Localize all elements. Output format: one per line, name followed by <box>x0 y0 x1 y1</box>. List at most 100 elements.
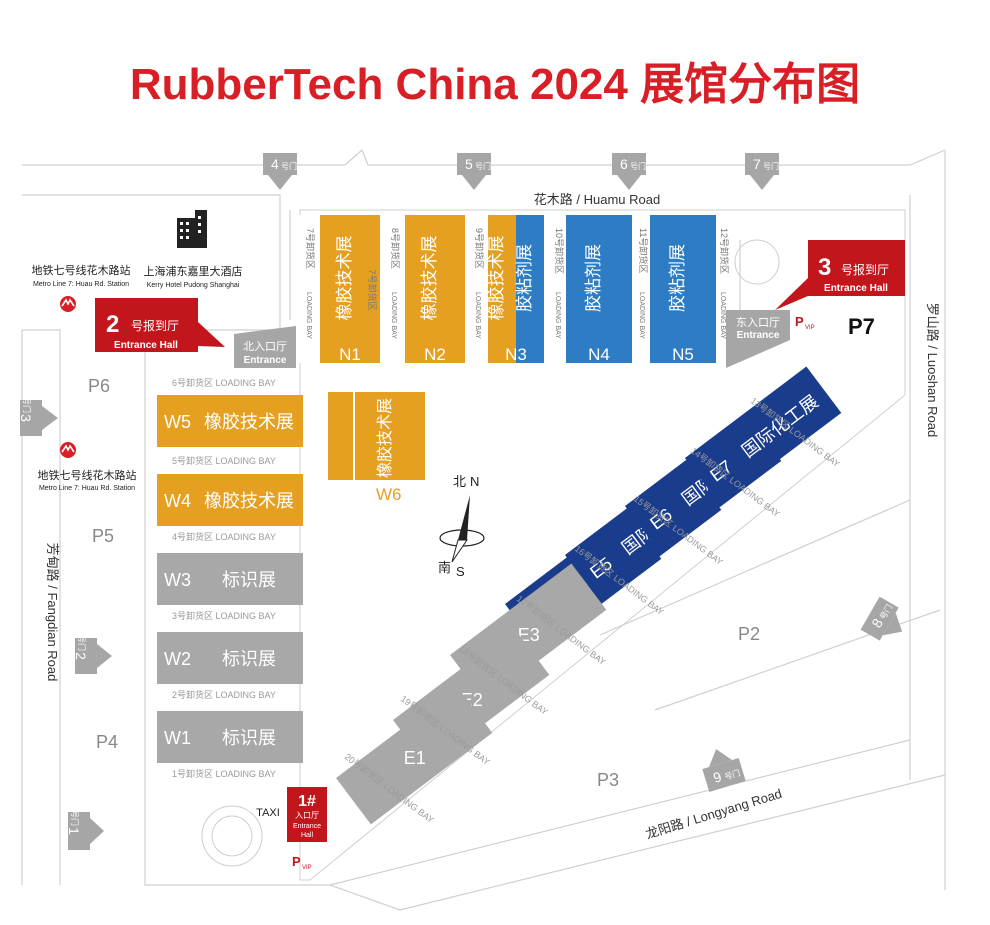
svg-text:地铁七号线花木路站: 地铁七号线花木路站 <box>32 263 131 277</box>
svg-text:胶粘剂展: 胶粘剂展 <box>584 244 603 312</box>
metro-icon <box>60 296 76 312</box>
svg-text:标识展: 标识展 <box>222 570 276 590</box>
parking-p2: P2 <box>738 624 760 644</box>
svg-text:号门: 号门 <box>70 810 80 826</box>
compass-north-cn: 北 <box>453 474 466 489</box>
hall-e7[interactable]: E7 国际化工展 <box>685 366 842 505</box>
map-title: RubberTech China 2024 展馆分布图 <box>129 60 861 109</box>
bay-n12-cn: 12号卸货区 <box>719 228 730 274</box>
compass-south: S <box>456 564 465 579</box>
bay-n8-cn: 8号卸货区 <box>390 228 401 269</box>
hall-w3[interactable]: W3 标识展 <box>157 553 303 605</box>
bay-w4: 4号卸货区 LOADING BAY <box>172 531 276 542</box>
svg-text:W6: W6 <box>376 485 402 504</box>
svg-text:P: P <box>795 314 804 329</box>
hall-w2[interactable]: W2 标识展 <box>157 632 303 684</box>
hall-n4[interactable]: N4 胶粘剂展 <box>566 215 632 364</box>
parking-p7: P7 <box>848 314 875 339</box>
parking-p6: P6 <box>88 376 110 396</box>
svg-text:VIP: VIP <box>805 325 815 331</box>
hall-e1[interactable]: E1 <box>336 686 493 825</box>
bay-n11-en: LOADING BAY <box>638 292 645 339</box>
compass-south-cn: 南 <box>438 560 451 575</box>
hall-w5[interactable]: W5 橡胶技术展 <box>157 395 303 447</box>
svg-text:东入口厅: 东入口厅 <box>736 316 780 329</box>
compass-north: N <box>470 474 479 489</box>
svg-text:W4: W4 <box>164 491 191 511</box>
hall-w6[interactable]: 橡胶技术展 W6 <box>328 392 425 504</box>
bay-w5: 5号卸货区 LOADING BAY <box>172 455 276 466</box>
bay-n7: 7号卸货区 <box>367 269 378 310</box>
hall-n2[interactable]: N2 橡胶技术展 <box>405 215 465 364</box>
vip-parking-east: P VIP <box>795 314 815 331</box>
svg-text:Hall: Hall <box>301 832 314 839</box>
svg-text:入口厅: 入口厅 <box>295 811 319 820</box>
entrance-hall-2[interactable]: 2 号报到厅 Entrance Hall <box>95 298 225 352</box>
svg-text:橡胶技术展: 橡胶技术展 <box>376 398 394 478</box>
svg-text:W1: W1 <box>164 728 191 748</box>
svg-text:1: 1 <box>66 827 82 835</box>
metro-left-box: 地铁七号线花木路站 Metro Line 7: Huau Rd. Station <box>38 468 137 492</box>
gate-6[interactable]: 6 号门 <box>612 153 646 190</box>
entrance-east[interactable]: 东入口厅 Entrance <box>726 310 790 368</box>
bay-n7-mask <box>294 215 318 363</box>
bay-n11-cn: 11号卸货区 <box>638 228 649 273</box>
svg-text:Entrance: Entrance <box>737 330 780 341</box>
svg-text:3: 3 <box>18 414 34 422</box>
svg-text:Metro Line 7: Huau Rd. Station: Metro Line 7: Huau Rd. Station <box>33 281 129 288</box>
hall-n5[interactable]: N5 胶粘剂展 <box>650 215 716 364</box>
svg-text:W3: W3 <box>164 570 191 590</box>
svg-text:N1: N1 <box>339 345 361 364</box>
svg-text:号报到厅: 号报到厅 <box>131 318 179 333</box>
svg-text:7: 7 <box>753 156 761 172</box>
svg-text:号门: 号门 <box>475 161 491 171</box>
longyang-road-label: 龙阳路 / Longyang Road <box>644 786 784 842</box>
bay-n12-en: LOADING BAY <box>719 292 726 339</box>
svg-text:橡胶技术展: 橡胶技术展 <box>204 491 294 511</box>
svg-text:号报到厅: 号报到厅 <box>841 262 889 277</box>
svg-text:号门: 号门 <box>281 161 297 171</box>
bay-w3: 3号卸货区 LOADING BAY <box>172 610 276 621</box>
fangdian-road-label: 芳甸路 / Fangdian Road <box>45 543 60 682</box>
svg-text:胶粘剂展: 胶粘剂展 <box>515 244 534 312</box>
gate-4[interactable]: 4 号门 <box>263 153 297 190</box>
entrance-north[interactable]: 北入口厅 Entrance <box>234 326 296 368</box>
gate-1[interactable]: 1 号门 <box>66 810 104 850</box>
svg-text:橡胶技术展: 橡胶技术展 <box>204 412 294 432</box>
parking-p5: P5 <box>92 526 114 546</box>
bay-n7-label: 7号卸货区 <box>305 228 316 269</box>
hall-n3[interactable]: N3 橡胶技术展 胶粘剂展 <box>487 215 544 364</box>
svg-text:北入口厅: 北入口厅 <box>243 340 287 353</box>
vip-parking-south: P VIP <box>292 854 312 871</box>
venue-boundary <box>299 209 906 881</box>
roundabout-south <box>211 815 253 857</box>
svg-text:W2: W2 <box>164 649 191 669</box>
svg-text:号门: 号门 <box>763 161 779 171</box>
svg-text:橡胶技术展: 橡胶技术展 <box>420 236 439 321</box>
entrance-hall-3[interactable]: 3 号报到厅 Entrance Hall <box>775 240 905 310</box>
hall-w4[interactable]: W4 橡胶技术展 <box>157 474 303 526</box>
gate-8[interactable]: 8 号门 <box>860 596 912 648</box>
gate-7[interactable]: 7 号门 <box>745 153 779 190</box>
parking-p3: P3 <box>597 770 619 790</box>
hall-n1[interactable]: N1 橡胶技术展 <box>320 215 380 364</box>
gate-5[interactable]: 5 号门 <box>457 153 491 190</box>
svg-text:Entrance: Entrance <box>293 823 321 830</box>
hotel-label: 上海浦东嘉里大酒店 Kerry Hotel Pudong Shanghai <box>144 264 243 289</box>
bay-n10-en: LOADING BAY <box>554 292 561 339</box>
gate-3[interactable]: 3 号门 <box>18 397 58 436</box>
svg-text:N4: N4 <box>588 345 610 364</box>
svg-text:上海浦东嘉里大酒店: 上海浦东嘉里大酒店 <box>144 264 243 278</box>
svg-text:1#: 1# <box>298 793 316 810</box>
bay-w6: 6号卸货区 LOADING BAY <box>172 377 276 388</box>
entrance-hall-1[interactable]: 1# 入口厅 Entrance Hall <box>287 787 327 842</box>
svg-text:号门: 号门 <box>22 397 32 413</box>
svg-text:地铁七号线花木路站: 地铁七号线花木路站 <box>38 468 137 482</box>
gate-9[interactable]: 9 号门 <box>698 744 746 793</box>
svg-text:橡胶技术展: 橡胶技术展 <box>487 236 506 321</box>
hotel-icon <box>177 210 207 248</box>
bay-w1: 1号卸货区 LOADING BAY <box>172 768 276 779</box>
gate-2[interactable]: 2 号门 <box>73 635 112 674</box>
hall-w1[interactable]: W1 标识展 <box>157 711 303 763</box>
